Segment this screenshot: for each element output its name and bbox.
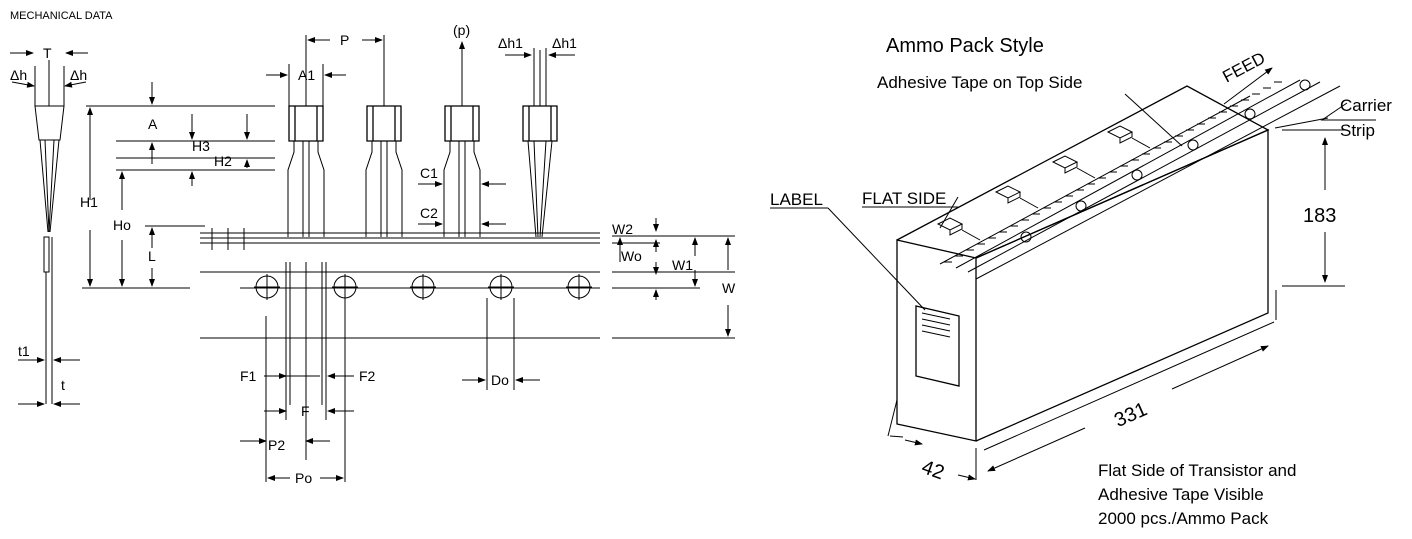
label-strip: Strip xyxy=(1340,121,1375,140)
note-line-1: Flat Side of Transistor and xyxy=(1098,461,1296,480)
box-transistors xyxy=(936,125,1151,241)
label-F: F xyxy=(301,403,310,419)
label-C2: C2 xyxy=(420,205,438,221)
side-tape xyxy=(43,236,50,273)
label-W1: W1 xyxy=(672,257,693,273)
box-top-face xyxy=(896,85,1270,259)
label-Po: Po xyxy=(295,470,312,486)
carrier-tape xyxy=(200,218,735,339)
label-t1: t1 xyxy=(18,343,30,359)
ammo-pack-box xyxy=(827,67,1376,481)
height-dimensions xyxy=(82,82,275,289)
label-P: P xyxy=(340,32,349,48)
page-title: MECHANICAL DATA xyxy=(10,10,113,22)
label-A: A xyxy=(148,116,158,132)
label-H3: H3 xyxy=(192,138,210,154)
box-end-face xyxy=(896,239,977,442)
label-C1: C1 xyxy=(420,165,438,181)
note-line-2: Adhesive Tape Visible xyxy=(1098,485,1264,504)
label-W2: W2 xyxy=(612,221,633,237)
adhesive-hatch xyxy=(944,81,1282,263)
label-carrier: Carrier xyxy=(1340,96,1392,115)
label-W: W xyxy=(722,280,736,296)
label-dh-right: Δh xyxy=(70,67,87,83)
ammo-title: Ammo Pack Style xyxy=(886,35,1044,57)
label-Wo: Wo xyxy=(621,248,642,264)
label-A1: A1 xyxy=(298,67,315,83)
label-dh-left: Δh xyxy=(10,67,27,83)
label-p: (p) xyxy=(453,22,470,38)
label-Ho: Ho xyxy=(113,217,131,233)
label-Do: Do xyxy=(491,372,509,388)
box-side-face xyxy=(975,129,1269,442)
sprocket-holes xyxy=(254,274,592,300)
label-dh1-a: Δh1 xyxy=(498,35,523,51)
note-line-3: 2000 pcs./Ammo Pack xyxy=(1098,509,1269,528)
label-dh1-b: Δh1 xyxy=(552,35,577,51)
transistor-row xyxy=(266,35,575,238)
label-label: LABEL xyxy=(770,190,823,209)
label-L: L xyxy=(148,248,156,264)
dim-331: 331 xyxy=(1111,398,1150,432)
label-flat-side: FLAT SIDE xyxy=(862,189,946,208)
label-feed: FEED xyxy=(1219,48,1268,86)
label-F2: F2 xyxy=(359,368,376,384)
pitch-dimensions xyxy=(240,262,540,482)
label-F1: F1 xyxy=(240,368,257,384)
label-P2: P2 xyxy=(268,437,285,453)
dim-183: 183 xyxy=(1303,205,1336,227)
side-body xyxy=(34,105,65,141)
label-t: t xyxy=(61,377,65,393)
label-H2: H2 xyxy=(214,153,232,169)
label-card xyxy=(915,305,960,387)
label-H1: H1 xyxy=(80,194,98,210)
side-view xyxy=(10,50,88,407)
label-adhesive: Adhesive Tape on Top Side xyxy=(877,73,1082,92)
label-T: T xyxy=(43,45,52,61)
dim-42: 42 xyxy=(919,456,947,484)
